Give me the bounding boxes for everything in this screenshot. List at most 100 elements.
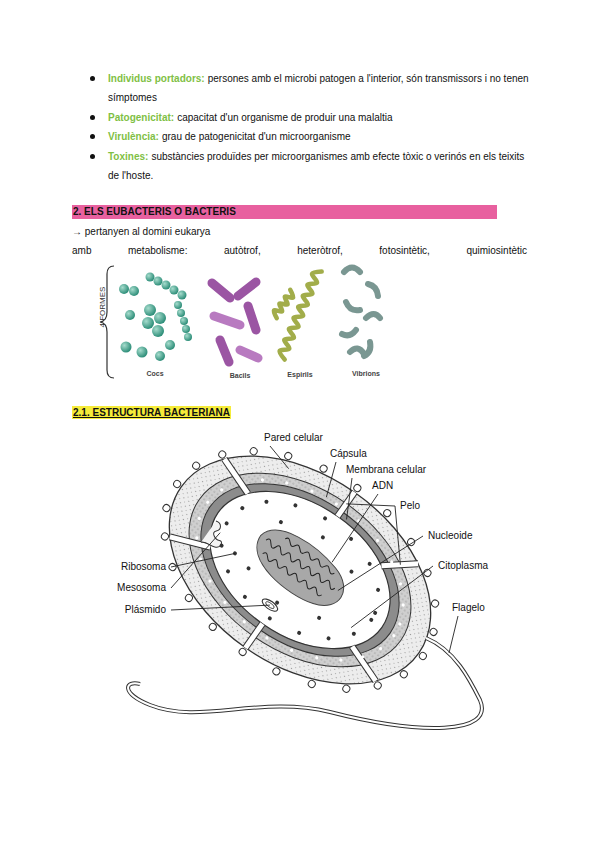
leader-line (347, 478, 352, 519)
pilus-strut (344, 647, 384, 681)
ribosome-dot (278, 519, 284, 525)
subsection-heading: 2.1. ESTRUCTURA BACTERIANA (72, 406, 231, 419)
illustration-part (144, 304, 156, 316)
illustration-part (240, 350, 258, 358)
illustration-part (220, 340, 229, 362)
ribosome-dot (326, 636, 332, 642)
pilus-dot (191, 461, 201, 471)
membrane-dot (219, 488, 223, 492)
ribosome-dot (316, 615, 322, 621)
term: Individus portadors: (108, 73, 205, 84)
membrane-dot (392, 633, 396, 637)
membrane-dot (378, 646, 382, 650)
pilus-strut (344, 647, 384, 681)
membrane-dot (310, 489, 314, 493)
membrane-dot (334, 502, 338, 506)
spirillum (280, 272, 322, 360)
membrane-dot (389, 560, 393, 564)
illustration-part (161, 441, 439, 699)
part-label: Nucleoide (426, 530, 474, 542)
pilus-dot (399, 669, 409, 679)
illustration-part (152, 325, 164, 337)
pilus-dot (208, 622, 218, 632)
pilus-dot (283, 451, 293, 461)
ribosome-dot (375, 587, 381, 593)
definition: capacitat d'un organisme de produir una … (177, 112, 392, 123)
ribosome-dot (225, 569, 231, 575)
ribosome-dot (274, 600, 280, 606)
leader-line (171, 605, 270, 610)
illustration-part (201, 521, 231, 553)
pilus-dot (162, 503, 172, 513)
illustration-part (178, 291, 187, 300)
illustration-part (244, 518, 356, 617)
illustration-part (182, 325, 190, 333)
cocci-drawing (119, 273, 192, 362)
ribosome-dot (322, 516, 328, 522)
pilus-dot (172, 479, 182, 489)
illustration-part (169, 448, 432, 692)
pilus-dot (430, 599, 440, 609)
illustration-part (344, 268, 360, 273)
membrane-dot (242, 620, 246, 624)
leader-line (449, 616, 458, 653)
illustration-part (248, 306, 256, 330)
term: Toxines: (108, 151, 148, 162)
leader-line (171, 533, 220, 588)
membrane-dot (315, 655, 319, 659)
illustration-part (212, 283, 230, 298)
ribosome-dot (267, 616, 273, 622)
illustration-part (261, 551, 323, 597)
bullet-item: Patogenicitat:capacitat d'un organisme d… (108, 108, 533, 127)
membrane-dot (401, 603, 405, 607)
illustration-part (137, 347, 148, 358)
bullet-dot (90, 76, 95, 81)
term: Patogenicitat: (108, 112, 174, 123)
pilus-strut (246, 624, 263, 648)
ribosome-dot (242, 594, 248, 600)
pilus-dot (307, 679, 317, 689)
ribosome-dot (320, 535, 326, 541)
shape-name: Vibrions (352, 369, 380, 378)
illustration-part (165, 340, 175, 350)
illustration-part (129, 286, 139, 296)
illustration-part (127, 409, 474, 731)
leader-line (346, 504, 395, 506)
illustration-part (214, 316, 240, 325)
illustration-part (177, 309, 185, 317)
illustration-part (181, 459, 420, 681)
term: Virulència: (108, 131, 159, 142)
leader-line (395, 506, 400, 565)
ribosome-dot (349, 569, 355, 575)
definition: substàncies produïdes per microorganisme… (108, 151, 524, 181)
ribosome-dot (367, 561, 373, 567)
illustration-part (153, 433, 447, 707)
illustration-part (264, 538, 336, 591)
vibrio-drawing (342, 268, 380, 357)
illustration-part (154, 312, 166, 324)
ribosome-dot (264, 499, 270, 505)
spirilla-drawing (274, 272, 322, 360)
membrane-dot (289, 648, 293, 652)
leader-line (338, 536, 423, 591)
part-label: Citoplasma (436, 560, 490, 572)
pilus-dot (341, 684, 351, 694)
pilus-dot (238, 647, 248, 657)
pilus-dot (272, 667, 282, 677)
pilus-strut (381, 547, 418, 582)
leader-line (326, 462, 336, 497)
part-label: Cápsula (328, 448, 369, 460)
ribosome-dot (246, 566, 252, 572)
membrane-dot (285, 481, 289, 485)
shape-name: Bacils (230, 371, 251, 380)
part-label: Flagelo (450, 602, 487, 614)
membrane-dot (339, 658, 343, 662)
body-line: → pertanyen al domini eukarya (72, 225, 210, 239)
part-label: Plásmido (123, 604, 168, 616)
part-label: Pelo (398, 500, 422, 512)
illustration-part (368, 284, 378, 296)
illustration-part (115, 397, 485, 743)
ribosome-dot (224, 521, 230, 527)
pilus-dot (429, 627, 439, 637)
illustration-part (180, 317, 188, 325)
